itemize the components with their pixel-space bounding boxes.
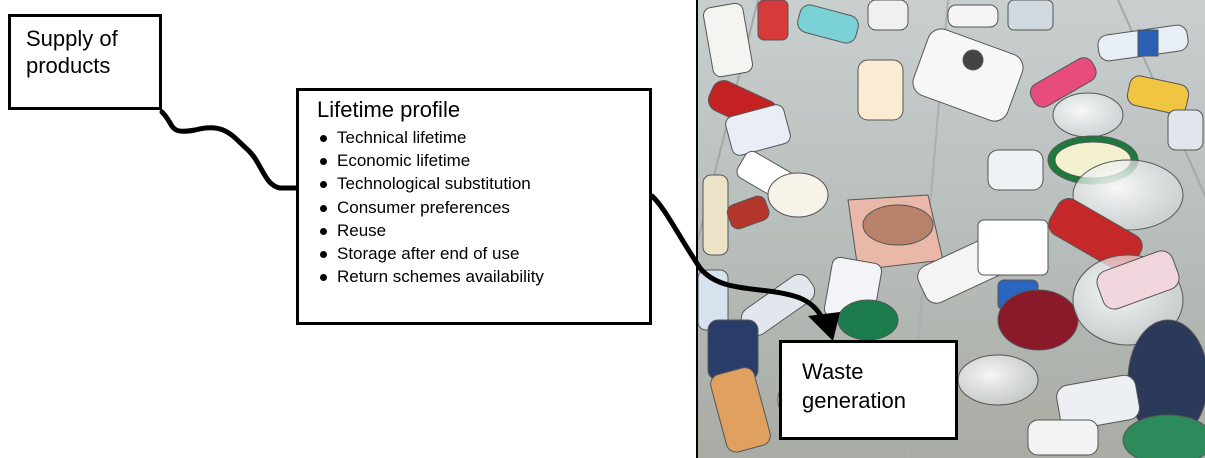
supply-label-line2: products [26,53,111,78]
waste-arrowhead [808,312,840,341]
waste-label-line1: Waste [802,359,864,384]
waste-label-line2: generation [802,388,906,413]
lifetime-factor-item: Reuse [317,219,649,242]
lifetime-factor-item: Consumer preferences [317,196,649,219]
lifetime-factor-item: Return schemes availability [317,265,649,288]
lifetime-factor-item: Economic lifetime [317,149,649,172]
lifetime-factor-item: Technical lifetime [317,126,649,149]
supply-of-products-box: Supply of products [8,14,162,110]
lifetime-profile-title: Lifetime profile [317,97,461,122]
lifetime-factor-item: Technological substitution [317,172,649,195]
supply-label-line1: Supply of [26,26,118,51]
lifetime-to-waste-connector [649,193,825,321]
lifetime-factor-list: Technical lifetime Economic lifetime Tec… [317,126,649,288]
lifetime-factor-item: Storage after end of use [317,242,649,265]
lifetime-profile-box: Lifetime profile Technical lifetime Econ… [296,88,652,325]
waste-generation-box: Waste generation [779,340,958,440]
supply-to-lifetime-connector [159,109,299,191]
